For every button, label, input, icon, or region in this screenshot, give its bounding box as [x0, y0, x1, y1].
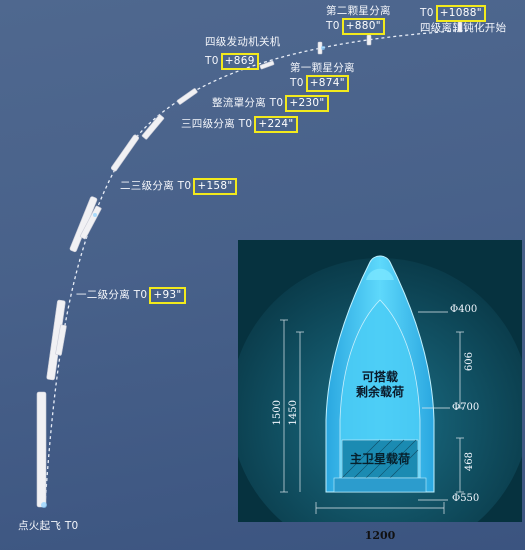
dim-height-468: 468: [464, 452, 475, 472]
sep-glow-2: [321, 46, 325, 50]
main-satellite-label: 主卫星载荷: [349, 452, 410, 466]
event-time-box: +158": [193, 178, 237, 195]
event-prefix: T0: [205, 55, 219, 67]
dim-dia-550: Φ550: [452, 493, 480, 504]
rocket-body: [36, 391, 47, 508]
event-label: 四级发动机关机: [205, 36, 281, 48]
event-label: 整流罩分离: [212, 97, 266, 109]
event-stage1-2-separation: 一二级分离 T0+93": [76, 287, 186, 304]
exhaust-glow: [41, 502, 47, 508]
event-stage4-engine-cutoff: 四级发动机关机 T0+869: [205, 36, 281, 70]
event-prefix: T0: [238, 118, 253, 130]
remaining-payload-label: 可搭载 剩余载荷: [342, 370, 418, 400]
event-prefix: T0: [177, 180, 192, 192]
event-prefix: T0: [326, 20, 340, 32]
event-label: 第二颗星分离: [326, 5, 391, 17]
remaining-payload-line1: 可搭载: [361, 370, 398, 384]
event-prefix: T0: [133, 289, 148, 301]
event-satellite1-separation: 第一颗星分离 T0+874": [290, 62, 355, 92]
dim-height-1450: 1450: [288, 400, 299, 426]
event-prefix: T0: [420, 7, 434, 19]
sep-glow-1: [93, 213, 97, 217]
event-time-box: +880": [341, 18, 385, 35]
stage3-sprite: [110, 134, 140, 172]
event-liftoff: 点火起飞 T0: [18, 520, 81, 533]
fairing-drawing: [238, 255, 522, 522]
event-prefix: T0: [64, 520, 79, 532]
event-time-box: +869: [220, 53, 259, 70]
event-label: 点火起飞: [18, 520, 62, 532]
event-label: 三四级分离: [181, 118, 235, 130]
event-label: 四级离轨钝化开始: [420, 22, 507, 34]
dim-width-1200: 1200: [364, 529, 396, 542]
event-prefix: T0: [290, 77, 304, 89]
dim-height-1500: 1500: [272, 400, 283, 426]
payload-adapter: [333, 477, 427, 493]
dim-dia-700: Φ700: [452, 402, 480, 413]
booster-sprite: [55, 324, 67, 356]
fairing-half-sprite: [259, 60, 275, 70]
main-satellite-block: [341, 439, 419, 479]
event-time-box: +224": [254, 116, 298, 133]
event-stage3-4-separation: 三四级分离 T0+224": [181, 116, 298, 133]
fairing-nose: [366, 268, 394, 280]
event-label: 二三级分离: [120, 180, 174, 192]
event-label: 一二级分离: [76, 289, 130, 301]
event-satellite2-separation: 第二颗星分离 T0+880": [326, 5, 391, 35]
event-fairing-separation: 整流罩分离 T0+230": [212, 95, 329, 112]
event-time-box: +874": [305, 75, 349, 92]
satellite2-sprite: [366, 34, 372, 46]
event-label: 第一颗星分离: [290, 62, 355, 74]
event-time-box: +230": [285, 95, 329, 112]
remaining-payload-line2: 剩余载荷: [355, 385, 404, 399]
event-stage2-3-separation: 二三级分离 T0+158": [120, 178, 237, 195]
fairing-inset: Φ400 Φ700 Φ550 606 468 1500 1450 可搭载 剩余载…: [238, 240, 522, 522]
event-prefix: T0: [269, 97, 284, 109]
event-deorbit-passivation: T0+1088" 四级离轨钝化开始: [420, 5, 506, 35]
stage4-sprite: [176, 88, 198, 105]
stage4-end-sprite: [457, 21, 463, 33]
dim-dia-400: Φ400: [450, 304, 478, 315]
event-time-box: +93": [149, 287, 186, 304]
stage3-drop-sprite: [141, 114, 165, 140]
dim-height-606: 606: [464, 352, 475, 372]
event-time-box: +1088": [435, 5, 486, 22]
